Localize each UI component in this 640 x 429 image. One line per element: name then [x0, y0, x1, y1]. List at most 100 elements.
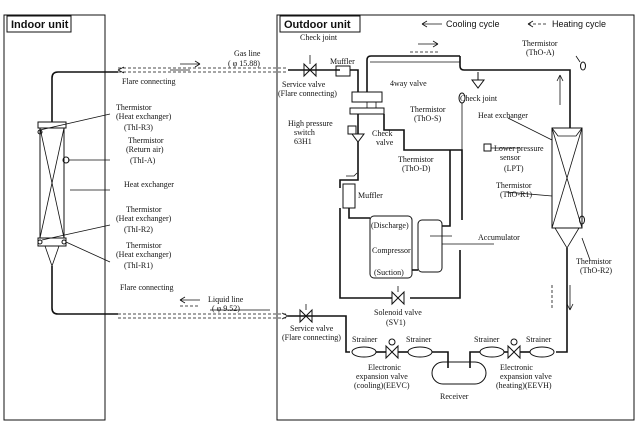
flow-arrow-gas — [180, 60, 201, 68]
label-flare-liquid: Flare connecting — [120, 283, 174, 292]
muffler-mid — [342, 183, 356, 209]
label-tho-r1-2: (ThO-R1) — [500, 190, 532, 199]
label-high-pressure-3: 63H1 — [294, 137, 312, 146]
label-service-valve-liq-2: (Flare connecting) — [282, 333, 341, 342]
strainer-4 — [529, 346, 555, 358]
service-valve-liquid — [299, 304, 313, 324]
label-thi-r3-1: Thermistor — [116, 103, 152, 112]
check-valve — [351, 133, 365, 143]
label-thi-r1-2: (Heat exchanger) — [116, 250, 172, 259]
indoor-heat-exchanger — [37, 121, 67, 268]
solenoid-valve-sv1 — [391, 286, 405, 306]
label-thi-r3-3: (ThI-R3) — [124, 123, 153, 132]
label-heat-exchanger-out: Heat exchanger — [478, 111, 528, 120]
label-accumulator: Accumulator — [478, 233, 520, 242]
label-service-valve-gas-1: Service valve — [282, 80, 326, 89]
label-compressor: Compressor — [372, 246, 411, 255]
indoor-unit-frame — [3, 14, 106, 421]
label-flare-gas: Flare connecting — [122, 77, 176, 86]
indoor-gas-pipe — [51, 71, 118, 122]
label-solenoid-1: Solenoid valve — [374, 308, 422, 317]
label-tho-s-2: (ThO-S) — [414, 114, 441, 123]
label-eevh-1: Electronic — [500, 363, 533, 372]
cooling-legend-arrow — [421, 20, 428, 28]
label-strainer-3: Strainer — [474, 335, 500, 344]
thermistor-tho-d-sensor — [346, 172, 358, 177]
label-tho-r1-1: Thermistor — [496, 181, 532, 190]
compressor — [369, 215, 413, 279]
label-tho-a-1: Thermistor — [522, 39, 558, 48]
label-thi-r2-1: Thermistor — [126, 205, 162, 214]
thermistor-thi-r2-sensor — [37, 239, 43, 245]
label-check-valve-2: valve — [376, 138, 394, 147]
label-heat-exchanger-in: Heat exchanger — [124, 180, 174, 189]
label-check-joint-top: Check joint — [300, 33, 338, 42]
strainer-3 — [479, 346, 505, 358]
label-tho-s-1: Thermistor — [410, 105, 446, 114]
label-four-way: 4way valve — [390, 79, 427, 88]
label-service-valve-gas-2: (Flare connecting) — [278, 89, 337, 98]
label-thi-r1-1: Thermistor — [126, 241, 162, 250]
indoor-liquid-pipe — [51, 266, 118, 315]
outdoor-heat-exchanger — [551, 127, 583, 249]
label-thi-r3-2: (Heat exchanger) — [116, 112, 172, 121]
label-gas-line-1: Gas line — [234, 49, 261, 58]
high-pressure-switch — [347, 125, 357, 135]
outdoor-unit-title: Outdoor unit — [284, 19, 351, 31]
thermistor-tho-a-sensor — [580, 61, 586, 71]
label-thi-a-3: (ThI-A) — [130, 156, 156, 165]
label-thi-r2-3: (ThI-R2) — [124, 225, 153, 234]
label-strainer-1: Strainer — [352, 335, 378, 344]
label-eevh-2: expansion valve — [500, 372, 552, 381]
label-liquid-line-2: ( φ 9.52) — [212, 304, 240, 313]
label-check-joint-right: Check joint — [460, 94, 498, 103]
label-gas-line-2: ( φ 15.88) — [228, 59, 260, 68]
label-tho-d-1: Thermistor — [398, 155, 434, 164]
label-muffler-mid: Muffler — [358, 191, 383, 200]
flow-arrow-liquid — [179, 296, 200, 304]
flow-arrow-cooling-top — [418, 40, 439, 48]
eevc-valve — [385, 338, 399, 360]
indoor-title-box — [6, 15, 72, 33]
label-receiver: Receiver — [440, 392, 469, 401]
label-service-valve-liq-1: Service valve — [290, 324, 334, 333]
label-discharge: (Discharge) — [371, 221, 409, 230]
label-high-pressure-1: High pressure — [288, 119, 333, 128]
label-tho-r2-2: (ThO-R2) — [580, 266, 612, 275]
label-strainer-2: Strainer — [406, 335, 432, 344]
label-eevc-2: expansion valve — [356, 372, 408, 381]
label-thi-a-1: Thermistor — [128, 136, 164, 145]
four-way-to-outdoor-hx — [366, 55, 460, 92]
label-check-valve-1: Check — [372, 129, 392, 138]
service-valve-gas — [303, 55, 317, 78]
check-joint-right — [471, 72, 485, 89]
muffler-top — [335, 65, 351, 77]
accumulator — [417, 219, 443, 273]
label-muffler-top: Muffler — [330, 57, 355, 66]
indoor-leader-lines — [39, 113, 111, 263]
label-suction: (Suction) — [374, 268, 404, 277]
thermistor-tho-r1-sensor — [579, 215, 585, 225]
label-lower-pressure-2: sensor — [500, 153, 521, 162]
label-thi-a-2: (Return air) — [126, 145, 164, 154]
label-eevc-3: (cooling)(EEVC) — [354, 381, 410, 390]
label-lower-pressure-1: Lower pressure — [494, 144, 544, 153]
label-tho-a-2: (ThO-A) — [526, 48, 555, 57]
heating-legend-arrow — [527, 20, 534, 28]
lower-pressure-sensor — [483, 143, 492, 152]
label-strainer-4: Strainer — [526, 335, 552, 344]
thermistor-thi-r1-sensor — [61, 239, 67, 245]
outdoor-unit-frame — [276, 14, 635, 421]
label-eevh-3: (heating)(EEVH) — [496, 381, 552, 390]
strainer-2 — [407, 346, 433, 358]
label-tho-d-2: (ThO-D) — [402, 164, 431, 173]
four-way-valve — [349, 91, 385, 115]
label-thi-r1-3: (ThI-R1) — [124, 261, 153, 270]
label-thi-r2-2: (Heat exchanger) — [116, 214, 172, 223]
indoor-unit-title: Indoor unit — [11, 19, 69, 31]
outdoor-title-box — [279, 15, 361, 33]
label-tho-r2-1: Thermistor — [576, 257, 612, 266]
label-lower-pressure-3: (LPT) — [504, 164, 524, 173]
heating-legend-label: Heating cycle — [552, 19, 606, 29]
